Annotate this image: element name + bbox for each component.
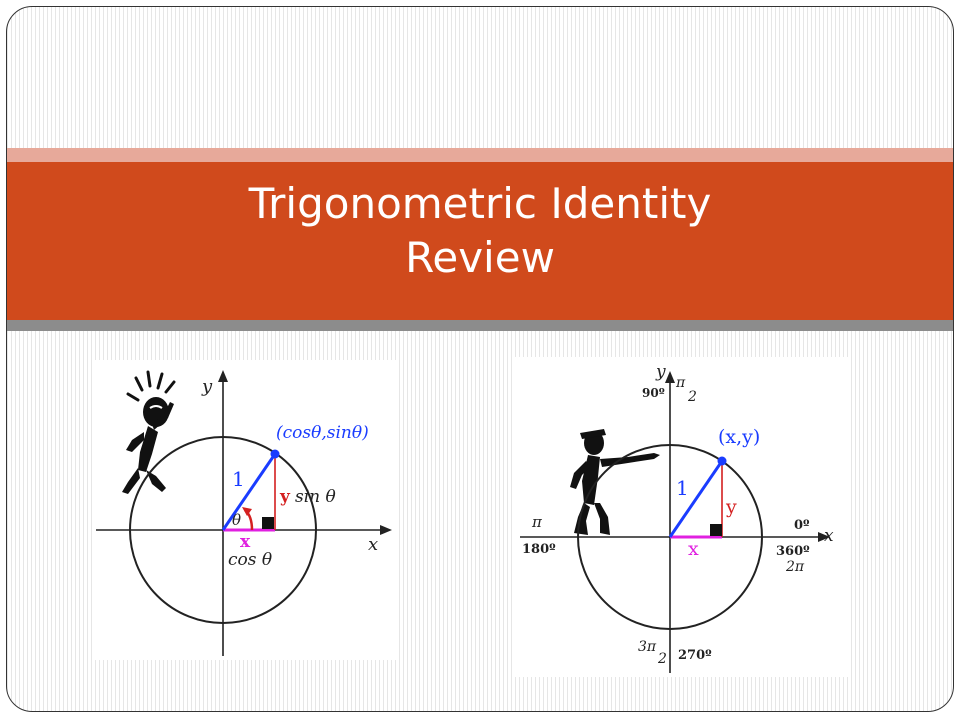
rad-270-numerator: 3π bbox=[638, 639, 657, 655]
y-axis-arrow-icon bbox=[665, 371, 675, 383]
title-band bbox=[7, 162, 953, 320]
deg-90-label: 90º bbox=[642, 386, 665, 400]
point-label: (cosθ,sinθ) bbox=[276, 423, 369, 443]
x-axis-arrow-icon bbox=[380, 525, 392, 535]
thinking-stick-figure-icon bbox=[122, 370, 176, 494]
x-axis-label: x bbox=[824, 526, 834, 546]
sine-label: sin θ bbox=[295, 487, 336, 507]
deg-0-label: 0º bbox=[794, 518, 810, 533]
point-label: (x,y) bbox=[718, 426, 760, 448]
deg-360-label: 360º bbox=[776, 544, 810, 559]
slide-title-line-1: Trigonometric Identity bbox=[248, 179, 712, 228]
angle-arc-arrow-icon bbox=[242, 507, 252, 516]
unit-circle-figure-right: y 90º π 2 (x,y) 1 y x 0º x 360º 2π π 180… bbox=[512, 357, 848, 677]
right-angle-marker bbox=[262, 517, 274, 529]
unit-circle-figure-left: y x (cosθ,sinθ) 1 y sin θ θ x cos θ bbox=[92, 360, 396, 660]
deg-180-label: 180º bbox=[522, 542, 556, 557]
title-band-bottom-stripe bbox=[7, 320, 953, 331]
rad-360-label: 2π bbox=[785, 559, 805, 575]
radius-label: 1 bbox=[676, 476, 689, 500]
slide-title-line-2: Review bbox=[405, 233, 555, 282]
deg-270-label: 270º bbox=[678, 648, 712, 663]
pointing-stick-figure-icon bbox=[570, 429, 660, 535]
radius-segment bbox=[221, 453, 277, 531]
rad-90-denominator: 2 bbox=[687, 389, 697, 405]
radius-label: 1 bbox=[232, 467, 245, 491]
angle-label: θ bbox=[232, 511, 241, 529]
slide-title: Trigonometric Identity Review bbox=[7, 177, 953, 285]
radius-segment bbox=[668, 460, 724, 538]
right-angle-marker bbox=[710, 524, 722, 536]
rad-90-numerator: π bbox=[675, 375, 686, 391]
rad-270-denominator: 2 bbox=[657, 651, 667, 667]
y-axis-arrow-icon bbox=[218, 370, 228, 382]
x-axis-arrow-icon bbox=[818, 532, 830, 542]
rad-180-label: π bbox=[531, 513, 543, 531]
x-axis-label: x bbox=[368, 534, 378, 555]
unit-point bbox=[717, 456, 727, 466]
sine-y-label: y bbox=[279, 487, 291, 507]
unit-point bbox=[270, 449, 280, 459]
x-label: x bbox=[688, 538, 699, 560]
y-label: y bbox=[725, 496, 737, 518]
cosine-label: cos θ bbox=[228, 550, 272, 570]
y-axis-label: y bbox=[655, 362, 666, 382]
cosine-x-label: x bbox=[240, 532, 251, 552]
y-axis-label: y bbox=[201, 376, 213, 397]
title-band-top-stripe bbox=[7, 148, 953, 162]
